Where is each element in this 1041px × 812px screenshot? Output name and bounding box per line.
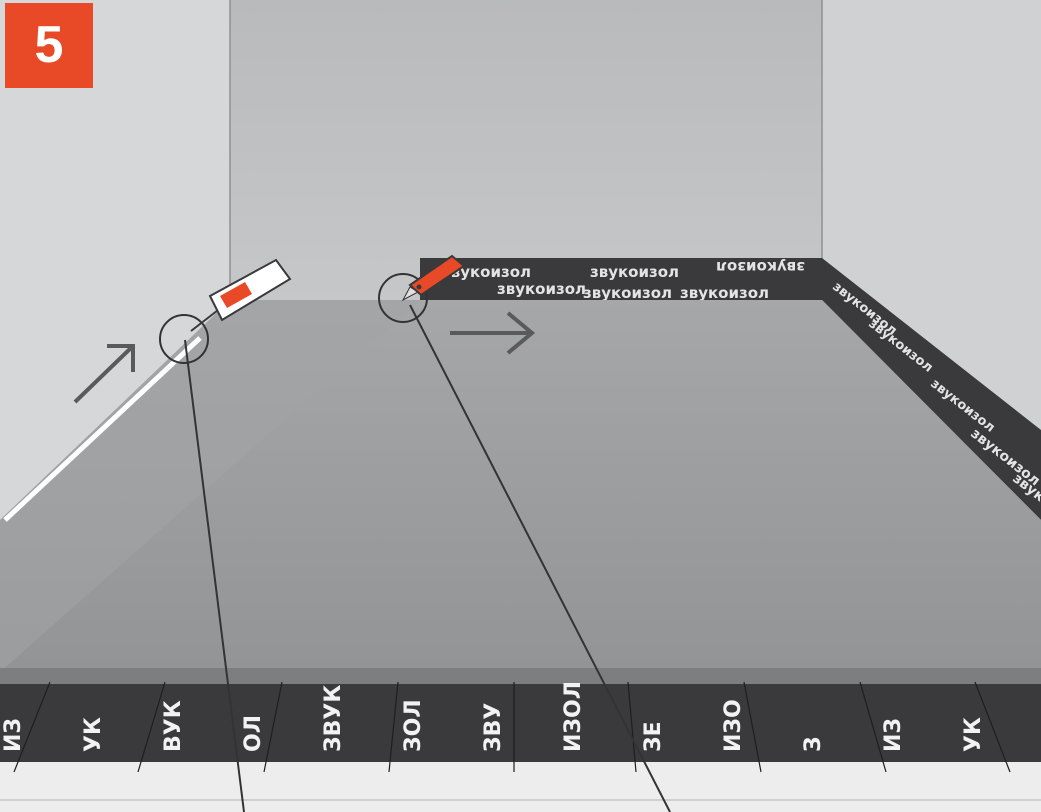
tape-label: звукоизол — [583, 284, 672, 302]
arrow-right-icon — [450, 311, 536, 355]
strip-label: ОЛ — [241, 715, 266, 752]
strip-label: ИЗО — [721, 699, 746, 752]
bottom-baseboard — [0, 762, 1041, 812]
strip-cut-line — [859, 681, 887, 773]
strip-label: ЗВУ — [481, 703, 506, 752]
leader-line-left — [184, 339, 245, 812]
strip-label: УК — [81, 717, 106, 752]
strip-label: ЗОЛ — [401, 699, 426, 752]
strip-label: ИЗ — [881, 718, 906, 752]
strip-label: ЗВУК — [321, 685, 346, 752]
strip-cut-line — [627, 681, 637, 773]
strip-label: ВУК — [161, 700, 186, 752]
wall-edge-line — [3, 336, 202, 522]
strip-label: ИЗ — [1, 718, 26, 752]
floor-shade — [0, 300, 420, 672]
back-wall-tape — [420, 258, 822, 300]
floor-edge — [0, 668, 1041, 684]
tape-label: звукоизол — [716, 258, 805, 276]
arrow-up-right-icon — [73, 344, 135, 404]
strip-cut-line — [743, 681, 762, 773]
leader-line-right — [409, 304, 671, 812]
strip-cut-line — [974, 681, 1011, 773]
strip-cut-line — [13, 681, 51, 773]
strip-cut-lines — [13, 681, 1011, 773]
tape-label: звукоизол — [680, 284, 769, 302]
step-number-badge: 5 — [5, 3, 93, 88]
strip-cut-line — [388, 681, 399, 773]
strip-cut-line — [263, 681, 283, 773]
strip-label: ИЗОЛ — [561, 681, 586, 752]
back-wall — [230, 0, 822, 300]
callout-circle-left — [159, 314, 209, 364]
bottom-tape-strip — [0, 684, 1041, 762]
utility-knife-icon — [190, 258, 292, 332]
tape-label: звукоизол — [497, 280, 586, 298]
strip-labels: ИЗ УК ВУК ОЛ ЗВУК ЗОЛ ЗВУ ИЗОЛ ЗЕ ИЗО З ИЗ УК — [1, 681, 986, 752]
callout-circle-right — [378, 273, 428, 323]
strip-label: ЗЕ — [641, 721, 666, 752]
right-wall-tape — [822, 258, 1041, 520]
tape-label: звукоизол — [442, 263, 531, 281]
strip-cut-line — [137, 681, 166, 773]
back-tape-labels: звукоизол звукоизол звукоизол звукоизол … — [442, 258, 805, 302]
left-wall — [0, 0, 230, 520]
tape-label: звукоизол — [590, 263, 679, 281]
cutter-icon — [401, 254, 466, 302]
strip-label: З — [801, 736, 826, 752]
strip-label: УК — [961, 717, 986, 752]
